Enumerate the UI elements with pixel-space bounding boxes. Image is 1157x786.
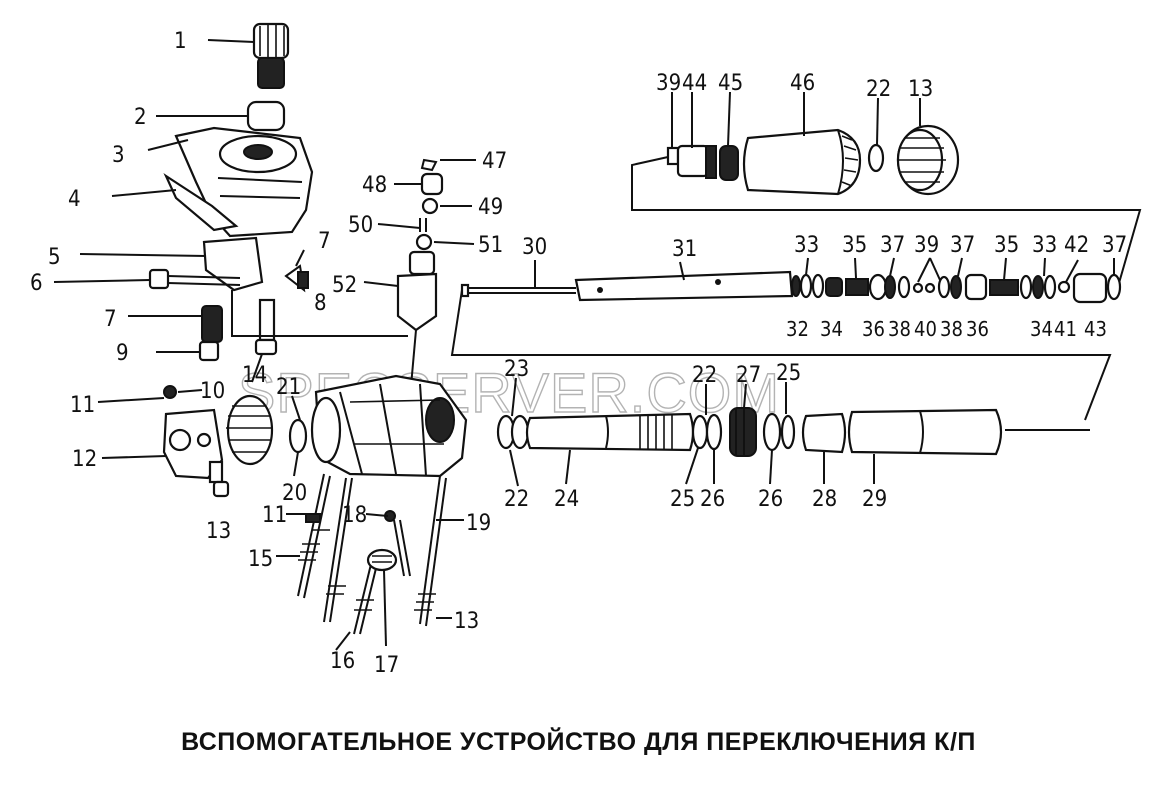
label-37-middle: 37 — [950, 233, 975, 258]
label-38-left: 38 — [888, 317, 911, 341]
label-12: 12 — [72, 447, 97, 472]
label-10: 10 — [200, 379, 225, 404]
label-2: 2 — [134, 105, 147, 130]
label-43: 43 — [1084, 317, 1107, 341]
label-27: 27 — [736, 363, 761, 388]
label-48: 48 — [362, 173, 387, 198]
label-39-middle: 39 — [914, 233, 939, 258]
label-30: 30 — [522, 235, 547, 260]
label-20: 20 — [282, 481, 307, 506]
part-labels: 1 2 3 4 5 6 7 8 7 9 14 21 10 11 12 20 13… — [30, 29, 1127, 678]
label-16: 16 — [330, 649, 355, 674]
label-45: 45 — [718, 71, 743, 96]
label-8: 8 — [314, 291, 327, 316]
lower-assembly — [496, 377, 1090, 487]
label-1: 1 — [174, 29, 187, 54]
label-13-lower: 13 — [454, 609, 479, 634]
label-47: 47 — [482, 149, 507, 174]
rod-assembly — [450, 257, 1122, 421]
label-3: 3 — [112, 143, 125, 168]
diagram-caption: ВСПОМОГАТЕЛЬНОЕ УСТРОЙСТВО ДЛЯ ПЕРЕКЛЮЧЕ… — [181, 728, 976, 756]
label-38-right: 38 — [940, 317, 963, 341]
label-19: 19 — [466, 511, 491, 536]
valve-stack — [363, 158, 476, 421]
label-15: 15 — [248, 547, 273, 572]
label-51: 51 — [478, 233, 503, 258]
label-46: 46 — [790, 71, 815, 96]
label-42: 42 — [1064, 233, 1089, 258]
label-25-top: 25 — [776, 361, 801, 386]
label-37-right: 37 — [1102, 233, 1127, 258]
label-22-top: 22 — [866, 77, 891, 102]
label-18: 18 — [342, 503, 367, 528]
label-4: 4 — [68, 187, 81, 212]
label-13-left: 13 — [206, 519, 231, 544]
label-13-top: 13 — [908, 77, 933, 102]
label-39-top: 39 — [656, 71, 681, 96]
label-52: 52 — [332, 273, 357, 298]
label-24: 24 — [554, 487, 579, 512]
label-25-bottom: 25 — [670, 487, 695, 512]
top-right-assembly — [631, 91, 1142, 291]
label-28: 28 — [812, 487, 837, 512]
label-22-mid: 22 — [692, 363, 717, 388]
label-7-upper: 7 — [318, 229, 331, 254]
upper-left-assembly — [53, 22, 408, 362]
label-23: 23 — [504, 357, 529, 382]
main-body — [97, 353, 468, 651]
label-5: 5 — [48, 245, 61, 270]
label-17: 17 — [374, 653, 399, 678]
label-29: 29 — [862, 487, 887, 512]
label-33-left: 33 — [794, 233, 819, 258]
label-35-left: 35 — [842, 233, 867, 258]
label-26-left: 26 — [700, 487, 725, 512]
label-26-right: 26 — [758, 487, 783, 512]
label-9: 9 — [116, 341, 129, 366]
label-32: 32 — [786, 317, 809, 341]
label-40: 40 — [914, 317, 937, 341]
label-50: 50 — [348, 213, 373, 238]
label-7-lower: 7 — [104, 307, 117, 332]
label-49: 49 — [478, 195, 503, 220]
label-37-left: 37 — [880, 233, 905, 258]
label-41: 41 — [1054, 317, 1077, 341]
label-11-lower: 11 — [262, 503, 287, 528]
label-36-right: 36 — [966, 317, 989, 341]
label-35-right: 35 — [994, 233, 1019, 258]
label-36-left: 36 — [862, 317, 885, 341]
label-14: 14 — [242, 363, 267, 388]
label-6: 6 — [30, 271, 43, 296]
label-34-right: 34 — [1030, 317, 1053, 341]
label-34-left: 34 — [820, 317, 843, 341]
label-33-right: 33 — [1032, 233, 1057, 258]
label-44: 44 — [682, 71, 707, 96]
label-21: 21 — [276, 375, 301, 400]
label-11-left: 11 — [70, 393, 95, 418]
label-31: 31 — [672, 237, 697, 262]
label-22-bottom: 22 — [504, 487, 529, 512]
